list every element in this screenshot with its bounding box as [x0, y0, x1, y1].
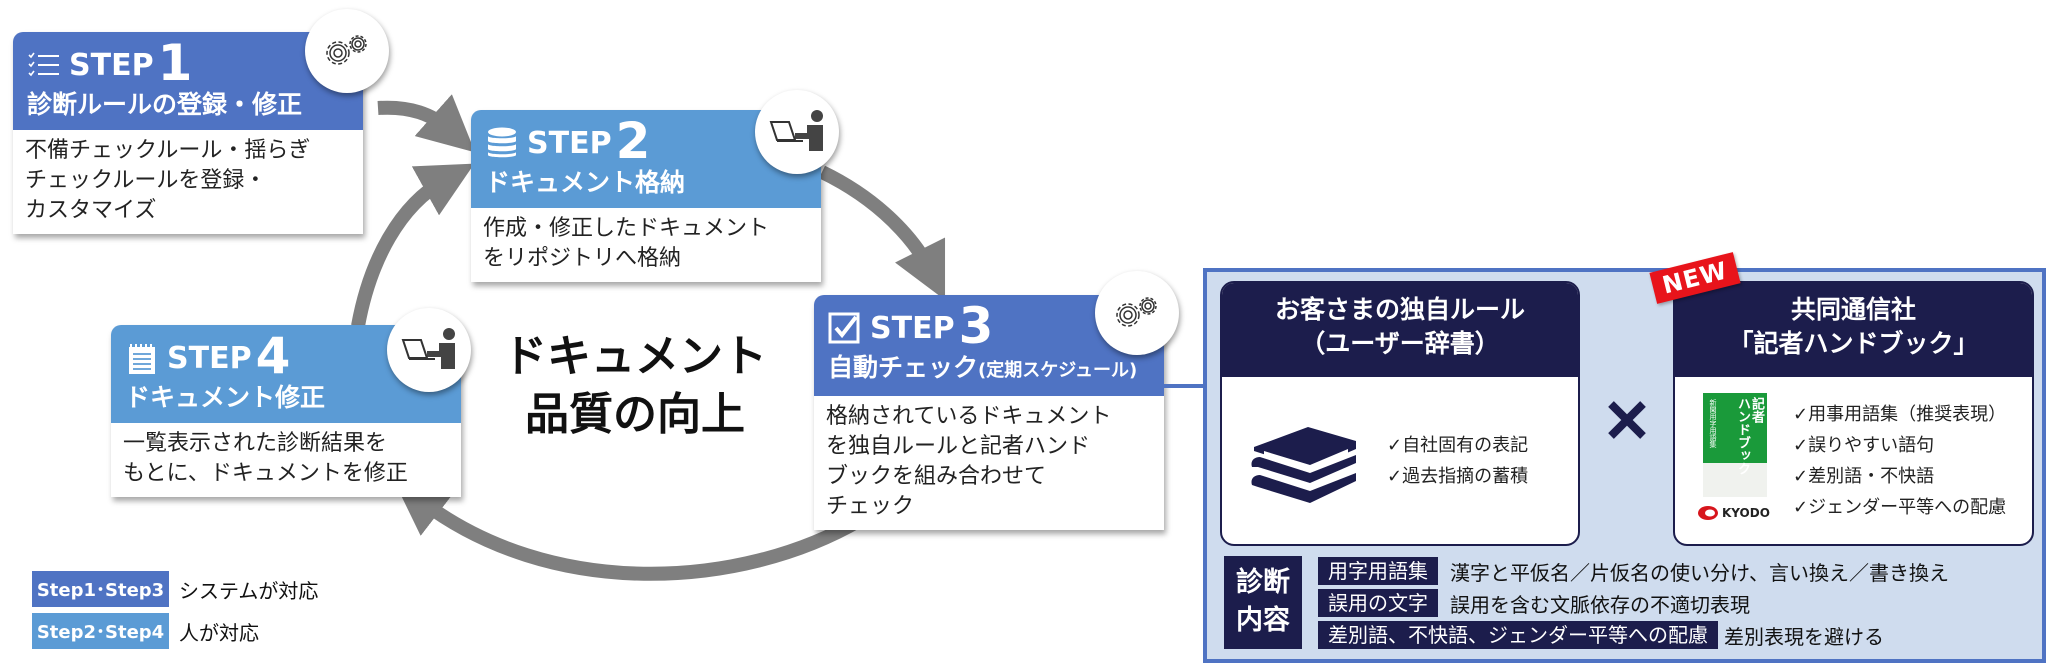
list-item: ✓用事用語集（推奨表現） — [1793, 404, 2007, 425]
step-3-title-wrap: 自動チェック(定期スケジュール) — [828, 351, 1150, 392]
handbook-title: 共同通信社 「記者ハンドブック」 — [1675, 283, 2032, 377]
person-laptop-icon — [769, 110, 823, 151]
center-title-line1: ドキュメント — [503, 331, 767, 382]
step-3-title: 自動チェック — [828, 353, 979, 382]
handbook-card: 共同通信社 「記者ハンドブック」 記者 ハンドブック 新聞用字用語集 KYODO… — [1673, 281, 2034, 546]
step-2-description: 作成・修正したドキュメント をリポジトリへ格納 — [483, 216, 770, 271]
step-4-word: STEP — [167, 341, 252, 376]
step-4-number: 4 — [255, 327, 291, 385]
center-title: ドキュメント 品質の向上 — [490, 328, 780, 444]
step-1-word: STEP — [69, 48, 154, 83]
kyodo-text: KYODO — [1722, 506, 1770, 520]
step3-panel-connector — [1160, 384, 1205, 388]
legend-chip-system: Step1･Step3 — [32, 571, 169, 607]
kyodo-logo: KYODO — [1697, 505, 1770, 521]
diagnosis-row: 用字用語集 漢字と平仮名／片仮名の使い分け、言い換え／書き換え — [1318, 557, 1949, 585]
step-3-description: 格納されているドキュメント を独自ルールと記者ハンド ブックを組み合わせて チェ… — [826, 404, 1112, 519]
diagnosis-tag: 誤用の文字 — [1318, 589, 1438, 617]
arrow-step2-to-step3 — [818, 165, 946, 301]
list-item: ✓自社固有の表記 — [1387, 435, 1529, 456]
notepad-icon — [129, 344, 155, 374]
step-2-badge — [755, 90, 839, 174]
step-3-title-suffix: (定期スケジュール) — [978, 360, 1138, 381]
step-1-number: 1 — [157, 34, 193, 92]
legend-text-human: 人が対応 — [179, 620, 259, 645]
legend-text-system: システムが対応 — [179, 578, 319, 603]
arrow-step3-to-step4 — [393, 479, 864, 581]
checkbox-icon — [828, 312, 860, 344]
step-3-header: STEP 3 自動チェック(定期スケジュール) — [814, 295, 1164, 396]
handbook-cover-green — [1703, 393, 1767, 463]
legend-human: Step2･Step4 人が対応 — [32, 613, 259, 649]
list-item: ✓誤りやすい語句 — [1793, 435, 1935, 456]
diagnosis-tag: 用字用語集 — [1318, 557, 1438, 585]
step-2-number: 2 — [615, 112, 651, 170]
step-2-word: STEP — [527, 126, 612, 161]
user-dictionary-list: ✓自社固有の表記 ✓過去指摘の蓄積 — [1387, 430, 1528, 492]
times-icon — [1608, 401, 1646, 439]
diagnosis-label: 診断 内容 — [1224, 556, 1302, 649]
diagnosis-row: 誤用の文字 誤用を含む文脈依存の不適切表現 — [1318, 589, 1750, 617]
step-3-number: 3 — [958, 297, 994, 355]
diagnosis-desc: 漢字と平仮名／片仮名の使い分け、言い換え／書き換え — [1450, 560, 1949, 585]
handbook-cover: 記者 ハンドブック 新聞用字用語集 — [1703, 393, 1767, 497]
arrow-step1-to-step2 — [377, 94, 476, 153]
handbook-list: ✓用事用語集（推奨表現） ✓誤りやすい語句 ✓差別語・不快語 ✓ジェンダー平等へ… — [1793, 399, 2006, 523]
step-2-title: ドキュメント格納 — [485, 168, 686, 197]
list-item: ✓ジェンダー平等への配慮 — [1793, 497, 2007, 518]
legend-chip-human: Step2･Step4 — [32, 613, 169, 649]
diagnosis-desc: 誤用を含む文脈依存の不適切表現 — [1450, 592, 1750, 617]
diagnosis-row: 差別語、不快語、ジェンダー平等への配慮 差別表現を避ける — [1318, 621, 1884, 649]
step-1-header: STEP 1 診断ルールの登録・修正 — [13, 32, 363, 130]
handbook-cover-subtitle: 新聞用字用語集 — [1709, 399, 1717, 448]
step-4-description: 一覧表示された診断結果を もとに、ドキュメントを修正 — [123, 431, 408, 486]
step-1-badge — [305, 9, 389, 93]
handbook-cover-title: 記者 ハンドブック — [1735, 397, 1764, 475]
person-laptop-icon — [401, 328, 455, 369]
kyodo-mark-icon — [1698, 506, 1718, 520]
legend-system: Step1･Step3 システムが対応 — [32, 571, 318, 607]
user-dictionary-card: お客さまの独自ルール （ユーザー辞書） ✓自社固有の表記 ✓過去指摘の蓄積 — [1220, 281, 1580, 546]
user-dictionary-title: お客さまの独自ルール （ユーザー辞書） — [1222, 283, 1578, 377]
gears-icon — [326, 35, 367, 65]
database-icon — [488, 127, 516, 158]
step-3-card: STEP 3 自動チェック(定期スケジュール) 格納されているドキュメント を独… — [814, 295, 1164, 530]
step-3-badge — [1095, 271, 1179, 355]
diagnosis-tag: 差別語、不快語、ジェンダー平等への配慮 — [1318, 621, 1718, 649]
center-title-line2: 品質の向上 — [525, 389, 745, 440]
list-item: ✓過去指摘の蓄積 — [1387, 466, 1529, 487]
diagnosis-desc: 差別表現を避ける — [1724, 624, 1884, 649]
checklist-icon — [28, 52, 59, 77]
gears-icon — [1116, 297, 1157, 327]
arrow-step4-to-step2 — [351, 163, 475, 328]
books-icon — [1251, 427, 1356, 503]
step-1-title: 診断ルールの登録・修正 — [27, 90, 303, 119]
step-4-title: ドキュメント修正 — [125, 383, 326, 412]
step-3-word: STEP — [870, 311, 955, 346]
list-item: ✓差別語・不快語 — [1793, 466, 1935, 487]
step-1-description: 不備チェックルール・揺らぎ チェックルールを登録・ カスタマイズ — [25, 138, 311, 223]
step-1-card: STEP 1 診断ルールの登録・修正 不備チェックルール・揺らぎ チェックルール… — [13, 32, 363, 234]
step-4-badge — [387, 308, 471, 392]
